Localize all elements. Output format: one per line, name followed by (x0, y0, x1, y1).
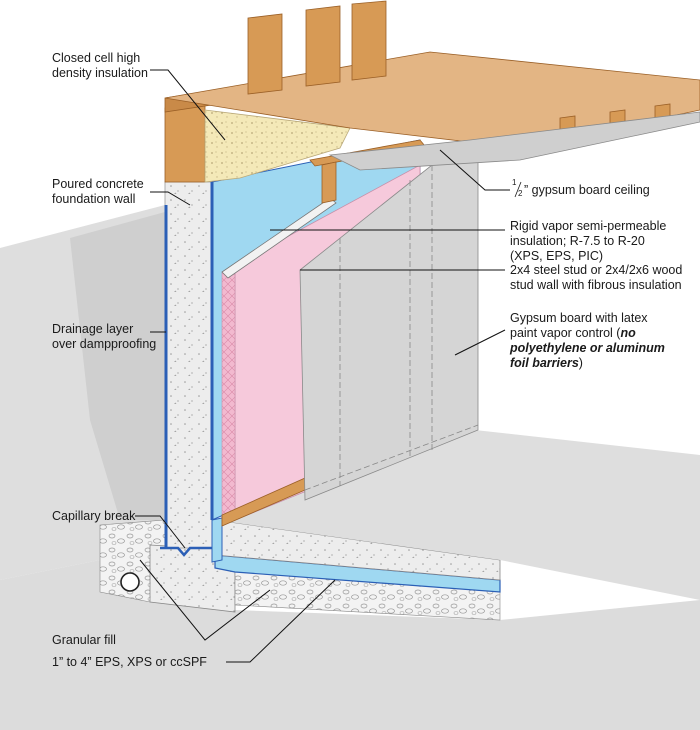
stud-vertical-1 (321, 161, 337, 204)
label-poured-concrete: Poured concrete foundation wall (52, 177, 147, 206)
leader-closed-cell (150, 69, 226, 141)
leader-eps (226, 579, 336, 663)
sill-plate-rim (164, 101, 206, 183)
label-stud-wall: 2x4 steel stud or 2x4/2x6 wood stud wall… (510, 263, 686, 292)
label-capillary-break: Capillary break (52, 509, 136, 523)
leader-granular-fill (139, 559, 271, 641)
slab-edge-insulation (211, 517, 223, 563)
fibrous-insulation-edge (221, 264, 236, 527)
label-ceiling-fraction-num: 1 (512, 178, 517, 187)
poured-concrete-foundation-wall (164, 181, 213, 549)
leader-ceiling (439, 149, 510, 191)
leader-capillary (135, 515, 186, 549)
label-rigid-insulation: Rigid vapor semi-permeable insulation; R… (510, 219, 670, 263)
label-gypsum-board: Gypsum board with latex (510, 311, 648, 325)
label-ceiling-fraction-den: 2 (518, 189, 523, 198)
leader-poured-concrete (150, 191, 191, 206)
upper-stud-3 (351, 0, 387, 81)
label-ceiling: ” gypsum board ceiling (524, 183, 650, 197)
label-gypsum-board-4: foil barriers) (510, 356, 583, 370)
earth-slope-shading (70, 212, 165, 520)
capillary-break (160, 546, 212, 557)
leader-gypsum (454, 329, 506, 356)
gypsum-board-ceiling (328, 111, 700, 171)
label-eps: 1” to 4” EPS, XPS or ccSPF (52, 655, 207, 669)
stud-line-bottom (304, 424, 479, 491)
label-gypsum-board-2: paint vapor control (no (510, 326, 636, 340)
label-gypsum-board-3: polyethylene or aluminum (509, 341, 665, 355)
drain-pipe (120, 572, 140, 592)
label-granular-fill: Granular fill (52, 633, 116, 647)
earth-below-slab (0, 560, 700, 730)
label-closed-cell: Closed cell high density insulation (52, 51, 148, 80)
upper-stud-2 (305, 5, 341, 87)
stud-front (221, 197, 337, 279)
basement-floor-surface (215, 430, 700, 600)
upper-stud-1 (247, 13, 283, 95)
fraction-slash (514, 181, 522, 198)
label-drainage: Drainage layer over dampproofing (52, 322, 156, 351)
